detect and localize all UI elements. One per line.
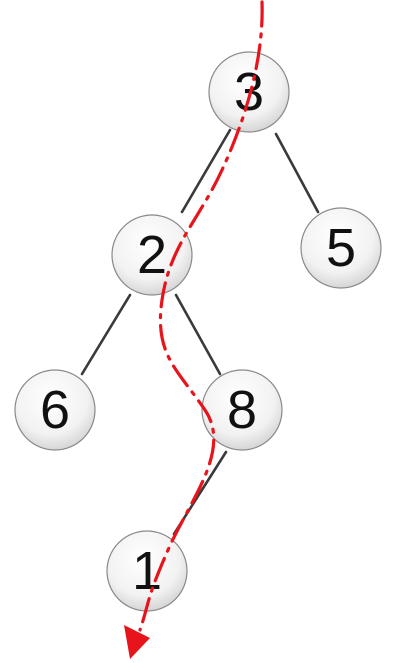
node-2-circle [111,214,193,296]
traversal-path-line [138,0,264,632]
node-2: 2 [111,214,193,296]
node-8-circle [201,369,283,451]
node-6-label: 6 [40,380,70,440]
node-5: 5 [300,207,382,289]
node-1: 1 [106,530,188,612]
node-1-label: 1 [132,541,162,601]
node-5-circle [300,207,382,289]
edge-2-6 [80,293,132,376]
node-6: 6 [14,369,96,451]
traversal-path [124,0,264,659]
tree-edges [80,128,320,536]
traversal-arrowhead [124,625,150,659]
node-8: 8 [201,369,283,451]
node-5-label: 5 [326,218,356,278]
node-6-circle [14,369,96,451]
node-2-label: 2 [137,225,167,285]
edge-2-8 [174,293,222,376]
node-8-label: 8 [227,380,257,440]
edge-3-5 [274,132,320,214]
edge-3-2 [180,128,232,214]
